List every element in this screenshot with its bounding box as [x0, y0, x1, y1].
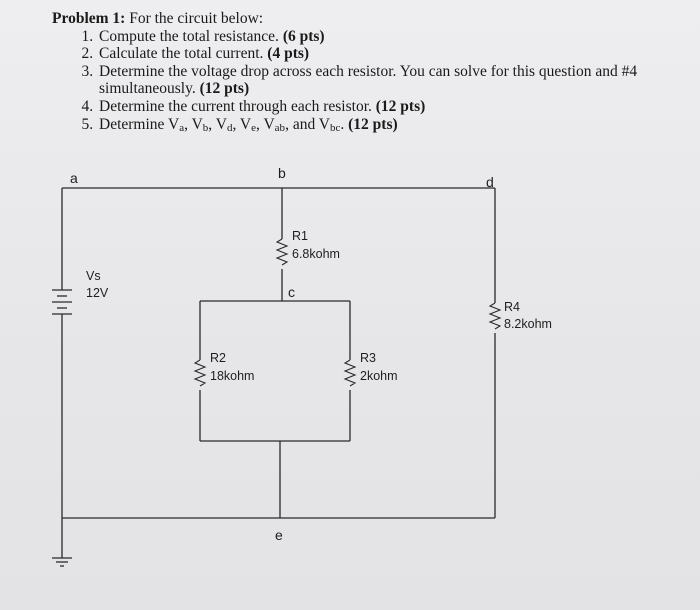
- resistor-r4-symbol: [488, 302, 502, 330]
- source-value-label: 12V: [86, 286, 109, 300]
- node-label-a: a: [70, 170, 78, 186]
- task-item-4: Determine the current through each resis…: [97, 98, 692, 116]
- r1-name-label: R1: [292, 229, 308, 243]
- task-item-5: Determine Va, Vb, Vd, Ve, Vab, and Vbc. …: [97, 116, 692, 138]
- r1-value-label: 6.8kohm: [292, 247, 340, 261]
- problem-heading: Problem 1: For the circuit below:: [52, 10, 692, 28]
- r2-name-label: R2: [210, 351, 226, 365]
- voltage-source-symbol: [52, 289, 72, 315]
- ground-symbol: [52, 557, 72, 567]
- node-label-d: d: [486, 174, 494, 190]
- r2-value-label: 18kohm: [210, 369, 254, 383]
- problem-intro: For the circuit below:: [125, 10, 264, 27]
- node-label-e: e: [275, 527, 283, 543]
- source-name-label: Vs: [86, 269, 101, 283]
- resistor-r3-symbol: [343, 359, 357, 387]
- r3-name-label: R3: [360, 351, 376, 365]
- node-label-b: b: [278, 165, 286, 181]
- task-item-2: Calculate the total current. (4 pts): [97, 45, 692, 63]
- resistor-r1-symbol: [275, 238, 289, 266]
- r4-value-label: 8.2kohm: [504, 317, 552, 331]
- task-list: Compute the total resistance. (6 pts) Ca…: [52, 28, 692, 138]
- problem-number: Problem 1:: [52, 10, 126, 27]
- r4-name-label: R4: [504, 300, 520, 314]
- node-label-c: c: [288, 284, 295, 300]
- r3-value-label: 2kohm: [360, 369, 398, 383]
- problem-statement: Problem 1: For the circuit below: Comput…: [52, 10, 692, 137]
- task-item-3: Determine the voltage drop across each r…: [97, 63, 692, 98]
- task-item-1: Compute the total resistance. (6 pts): [97, 28, 692, 46]
- resistor-r2-symbol: [193, 359, 207, 387]
